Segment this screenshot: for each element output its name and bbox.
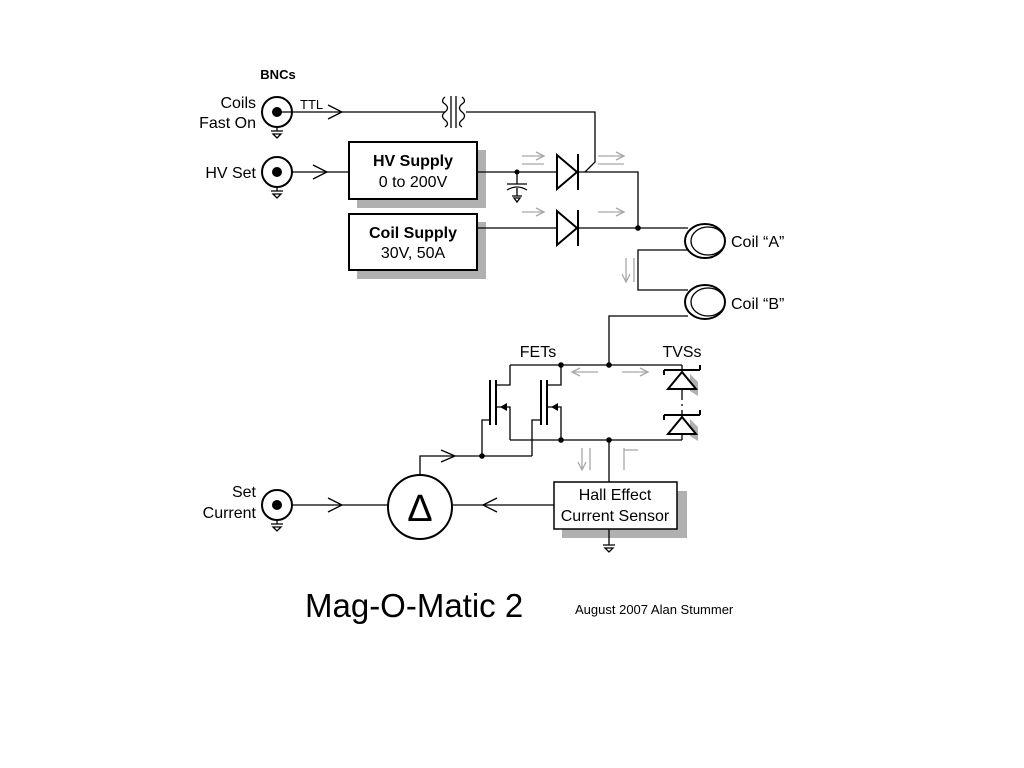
coil-a-to-b-wire — [637, 249, 688, 291]
tvs-diode-1 — [663, 365, 701, 398]
hv-set-arrow — [312, 164, 329, 180]
pulse-transformer — [441, 96, 466, 128]
delta-symbol: Δ — [407, 488, 432, 530]
fets-label: FETs — [520, 344, 556, 361]
ttl-arrow — [327, 104, 344, 120]
coil-supply-diode — [556, 208, 579, 248]
hv-set-label: HV Set — [205, 165, 256, 182]
scr-thyristor — [556, 152, 579, 192]
hall-sensor-ground — [603, 529, 615, 553]
coil-a — [684, 223, 726, 259]
tvss-label: TVSs — [662, 344, 701, 361]
coil-a-label: Coil “A” — [731, 234, 784, 251]
hall-sensor-line1: Hall Effect — [579, 487, 652, 504]
coil-b-label: Coil “B” — [731, 296, 784, 313]
coils-fast-on-label-line1: Coils — [220, 95, 256, 112]
hv-capacitor — [506, 169, 528, 204]
gate-wire — [419, 455, 532, 477]
coil-b-to-fets-wire — [608, 315, 688, 365]
bncs-heading: BNCs — [260, 67, 295, 82]
set-current-arrow — [327, 497, 344, 513]
set-current-label-line1: Set — [232, 484, 257, 501]
hall-sensor-line2: Current Sensor — [561, 508, 670, 525]
coil-junction-dot — [635, 225, 641, 231]
coil-supply-title: Coil Supply — [369, 225, 457, 242]
fet-2 — [531, 365, 562, 456]
gate-arrow — [440, 449, 457, 463]
ttl-label: TTL — [300, 97, 323, 112]
difference-amp — [387, 474, 453, 540]
set-current-label-line2: Current — [203, 505, 257, 522]
bnc-coils-fast-on — [261, 96, 293, 139]
hv-supply-block — [348, 141, 478, 200]
tvs-diode-2 — [663, 410, 701, 441]
ttl-wire — [277, 111, 596, 173]
hv-supply-title: HV Supply — [373, 153, 453, 170]
diagram-title: Mag-O-Matic 2 — [305, 587, 523, 624]
coils-fast-on-label-line2: Fast On — [199, 115, 256, 132]
hv-supply-subtitle: 0 to 200V — [379, 174, 448, 191]
hv-diode-to-node-wire — [578, 171, 639, 228]
hall-feedback-arrow — [481, 497, 498, 513]
drain-bus-dot-2 — [606, 362, 612, 368]
gate-junction-dot — [479, 453, 485, 459]
coil-supply-subtitle: 30V, 50A — [381, 245, 446, 262]
bnc-set-current — [261, 489, 293, 532]
coil-b — [684, 284, 726, 320]
coil-supply-block — [348, 213, 478, 271]
date-author: August 2007 Alan Stummer — [575, 602, 734, 617]
fet-1 — [481, 365, 511, 456]
current-flow-arrows — [522, 151, 650, 472]
bnc-hv-set — [261, 156, 293, 199]
